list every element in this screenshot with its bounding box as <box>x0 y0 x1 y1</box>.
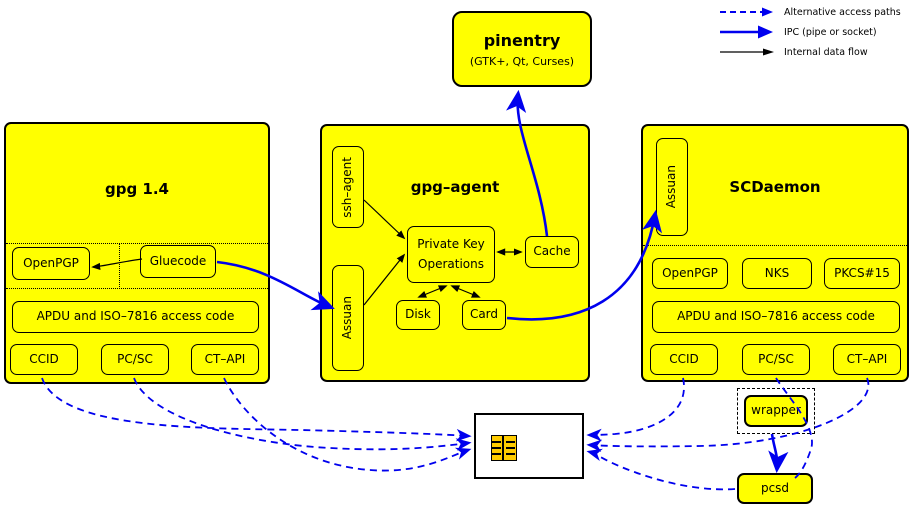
private-key-ops-line1: Private Key <box>417 236 485 251</box>
data-flow-arrow-icon <box>718 43 778 61</box>
scdaemon-assuan-label: Assuan <box>664 165 679 209</box>
gpg-gluecode-box[interactable]: Gluecode <box>140 245 216 278</box>
alt-path-pcsd-to-card <box>586 448 736 491</box>
alt-path-scdaemon-ccid-to-card <box>586 377 685 442</box>
wrapper-box[interactable]: wrapper <box>744 395 808 427</box>
gpg-openpgp-region <box>6 243 268 289</box>
scdaemon-apdu-box[interactable]: APDU and ISO–7816 access code <box>652 301 900 333</box>
private-key-ops-line2: Operations <box>418 256 484 271</box>
scdaemon-driver-pcsc[interactable]: PC/SC <box>742 344 810 375</box>
scdaemon-assuan-box[interactable]: Assuan <box>656 138 688 236</box>
smartcard-chip-icon <box>491 435 517 461</box>
ipc-arrow-icon <box>718 23 778 41</box>
gpg-apdu-box[interactable]: APDU and ISO–7816 access code <box>12 301 259 333</box>
alt-path-gpg-ccid-to-card <box>41 377 472 442</box>
smartcard[interactable] <box>474 413 584 479</box>
agent-cache-box[interactable]: Cache <box>525 236 579 268</box>
agent-ssh-agent-box[interactable]: ssh–agent <box>332 146 364 228</box>
legend-label: Alternative access paths <box>784 6 901 18</box>
legend-item-alternative-paths: Alternative access paths <box>718 2 908 22</box>
dashed-arrow-icon <box>718 3 778 21</box>
gpg-driver-ctapi[interactable]: CT–API <box>191 344 259 375</box>
legend: Alternative access paths IPC (pipe or so… <box>718 2 908 62</box>
pcsd-box[interactable]: pcsd <box>737 473 813 504</box>
gpg-openpgp-box[interactable]: OpenPGP <box>12 247 90 280</box>
scdaemon-driver-ctapi[interactable]: CT–API <box>833 344 901 375</box>
agent-private-key-operations-box[interactable]: Private Key Operations <box>407 226 495 283</box>
alt-path-scdaemon-ctapi-to-card <box>586 377 870 453</box>
agent-card-box[interactable]: Card <box>462 300 506 330</box>
legend-label: IPC (pipe or socket) <box>784 26 877 38</box>
agent-ssh-agent-label: ssh–agent <box>340 156 355 218</box>
gpg-openpgp-region-divider <box>119 243 121 289</box>
legend-item-ipc: IPC (pipe or socket) <box>718 22 908 42</box>
legend-item-internal-flow: Internal data flow <box>718 42 908 62</box>
scdaemon-app-openpgp[interactable]: OpenPGP <box>652 258 728 289</box>
agent-assuan-label: Assuan <box>340 296 355 340</box>
gpg-driver-ccid[interactable]: CCID <box>10 344 78 375</box>
panel-gpg-title: gpg 1.4 <box>104 180 169 198</box>
scdaemon-divider <box>643 244 907 246</box>
scdaemon-app-nks[interactable]: NKS <box>742 258 812 289</box>
scdaemon-app-pkcs15[interactable]: PKCS#15 <box>824 258 900 289</box>
ipc-wrapper-to-pcsd <box>768 433 789 474</box>
panel-gpg-agent-title: gpg–agent <box>410 178 500 196</box>
agent-disk-box[interactable]: Disk <box>396 300 440 330</box>
panel-scdaemon-title: SCDaemon <box>729 178 821 196</box>
pinentry-title: pinentry <box>483 30 561 50</box>
legend-label: Internal data flow <box>784 46 868 58</box>
scdaemon-driver-ccid[interactable]: CCID <box>650 344 718 375</box>
alt-path-gpg-ctapi-to-card <box>223 377 472 472</box>
pinentry-box[interactable]: pinentry (GTK+, Qt, Curses) <box>452 11 592 87</box>
alt-path-gpg-pcsc-to-card <box>133 377 472 451</box>
pinentry-subtitle: (GTK+, Qt, Curses) <box>469 54 575 68</box>
gpg-driver-pcsc[interactable]: PC/SC <box>101 344 169 375</box>
agent-assuan-box[interactable]: Assuan <box>332 265 364 371</box>
